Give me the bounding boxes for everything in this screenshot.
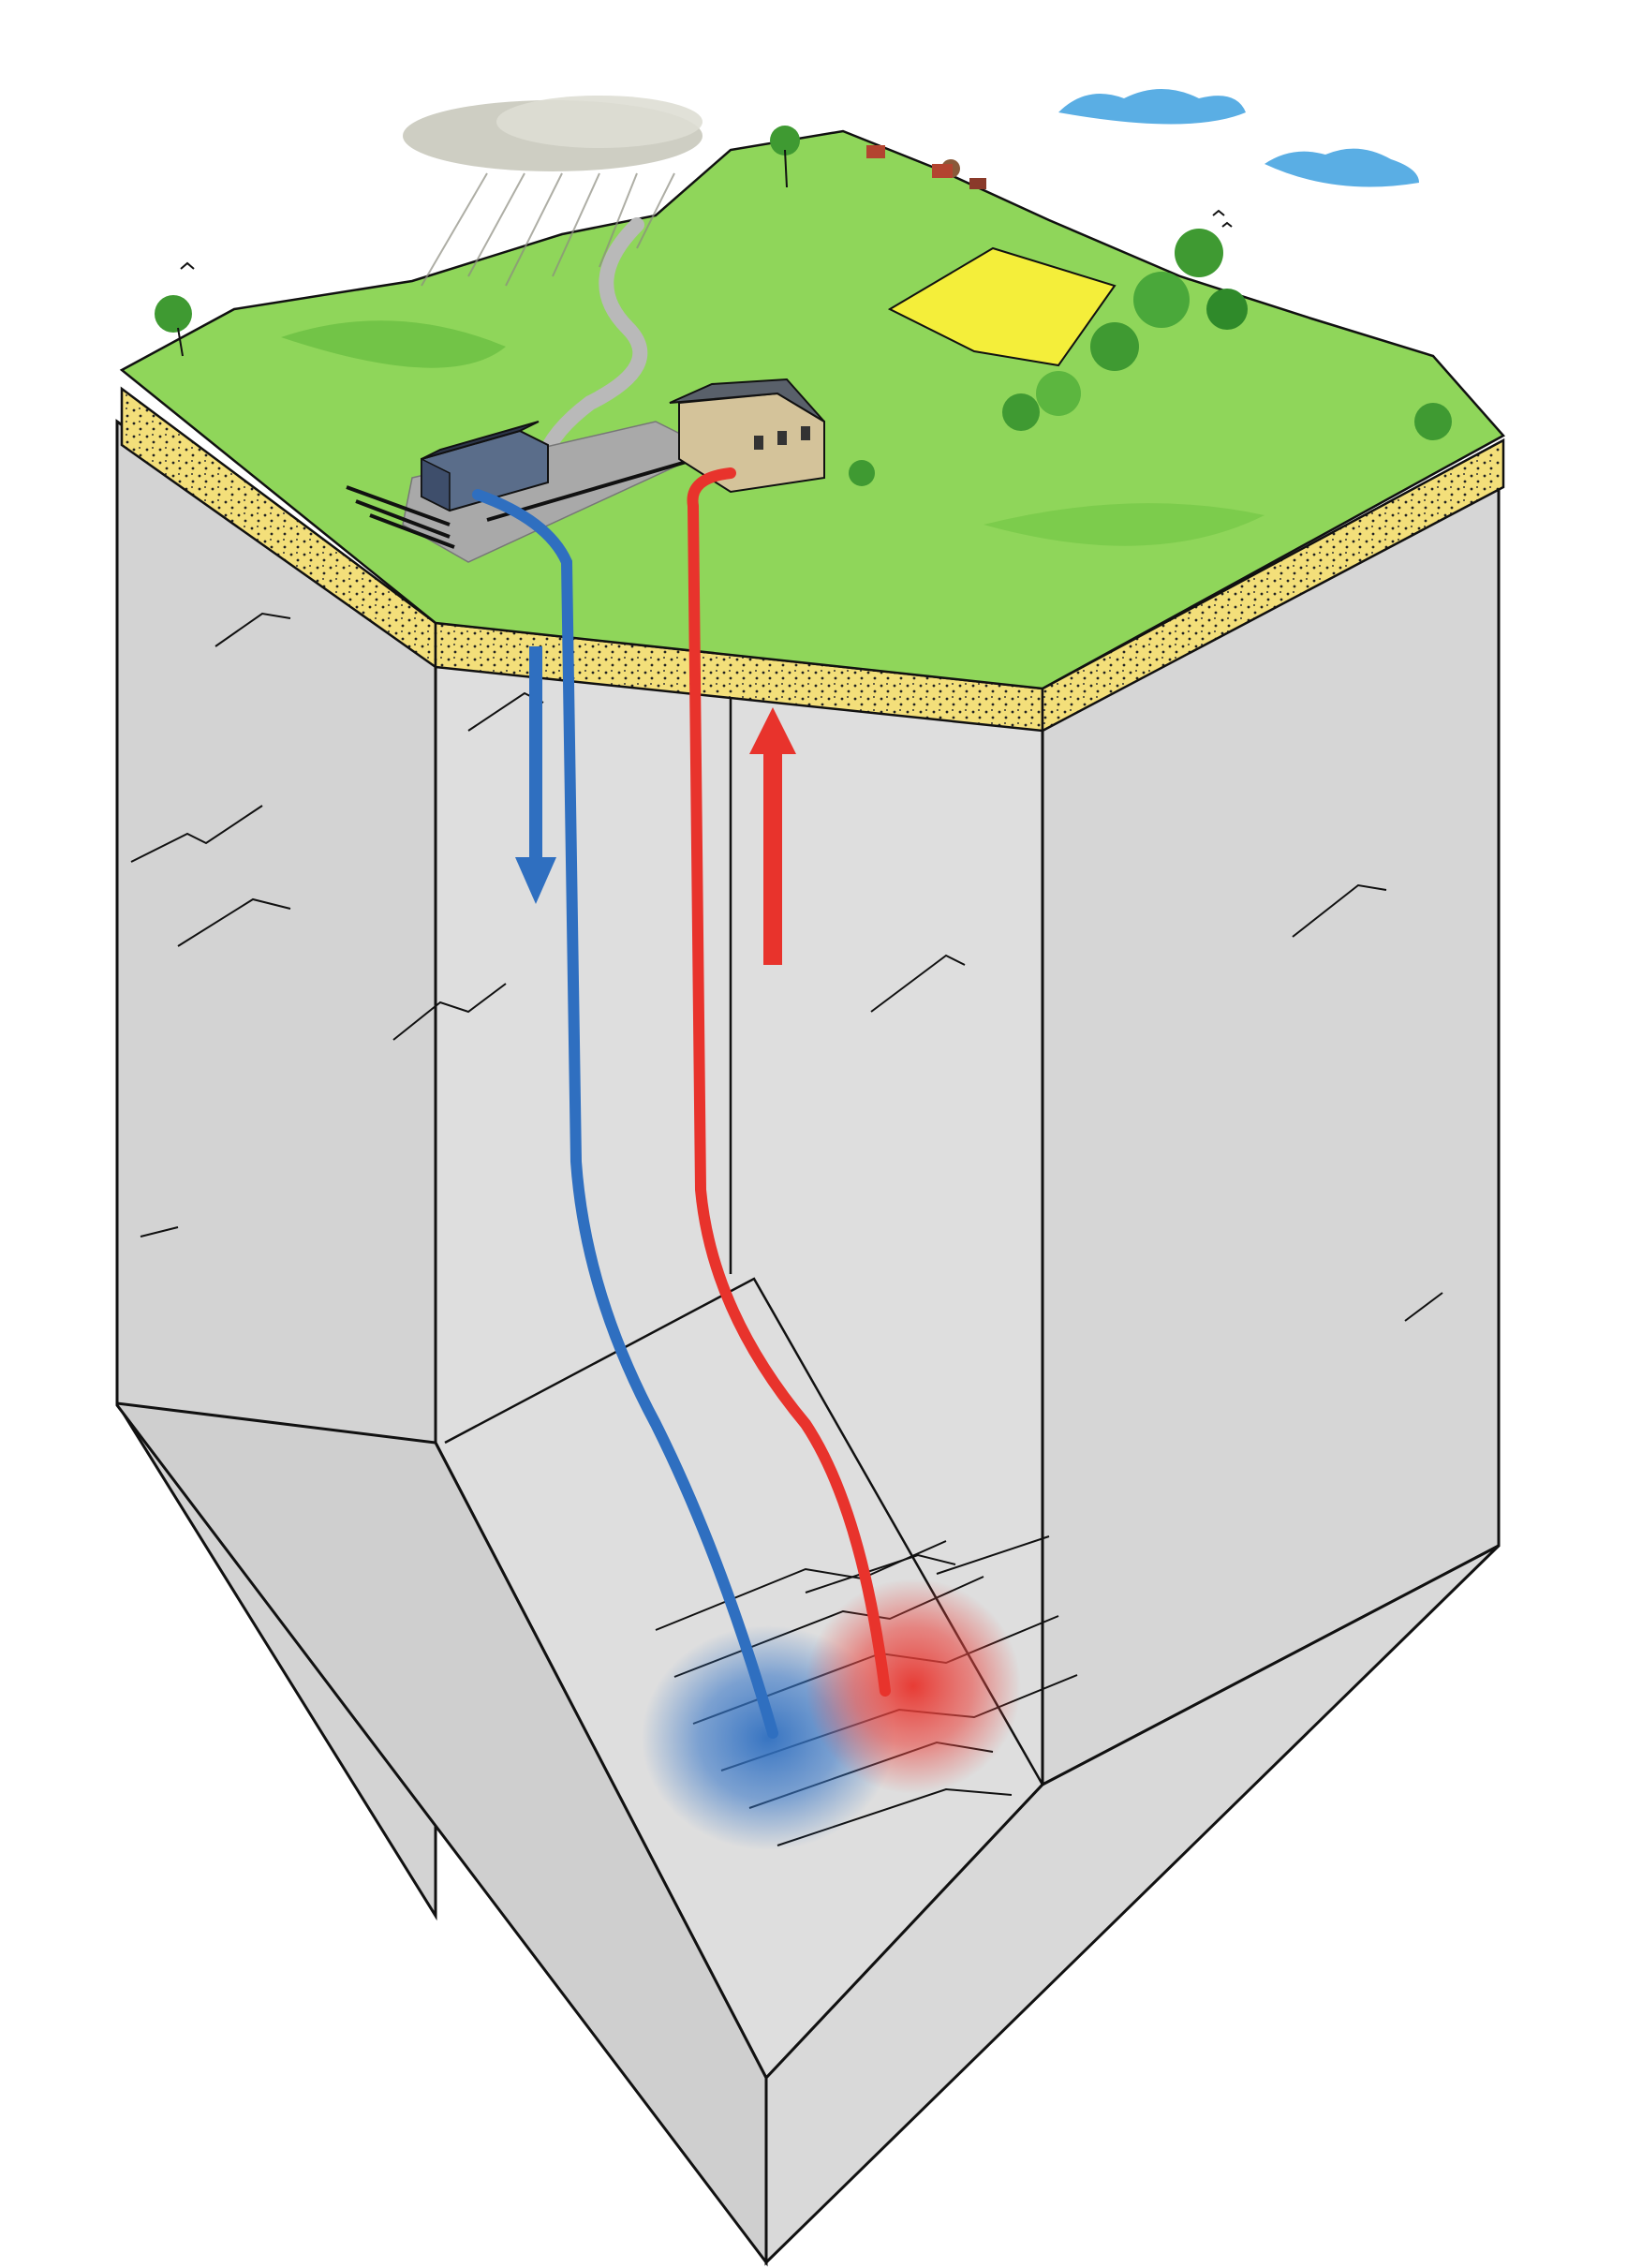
hot-reservoir-zone [806,1579,1021,1794]
hot-production-pipe [687,467,891,1697]
bird-icon [180,209,1233,270]
cold-injection-pipe [472,489,778,1739]
dark-blue-building-icon [421,421,549,512]
tree-icon [770,126,800,188]
beige-building-icon [669,378,825,494]
power-lines [346,485,455,549]
grass-shadow [281,320,506,368]
arrow-down-icon [515,646,556,904]
yellow-field [887,246,1117,367]
paved-lot [402,421,714,563]
sky-cloud-icon [1058,89,1419,187]
winding-road [536,217,648,467]
grass-shadow-2 [984,503,1265,546]
rock-bottom-front [764,1544,1501,2266]
connecting-road-line [486,452,713,522]
rain-cloud-icon [403,96,703,287]
tree-icon [1414,403,1452,440]
arrow-up-icon [749,707,796,965]
tree-icon [155,295,192,357]
tree-cluster-icon [1002,229,1248,431]
farm-houses-icon [866,145,986,189]
rock-block [115,419,1501,2267]
sand-layer [120,386,1505,734]
